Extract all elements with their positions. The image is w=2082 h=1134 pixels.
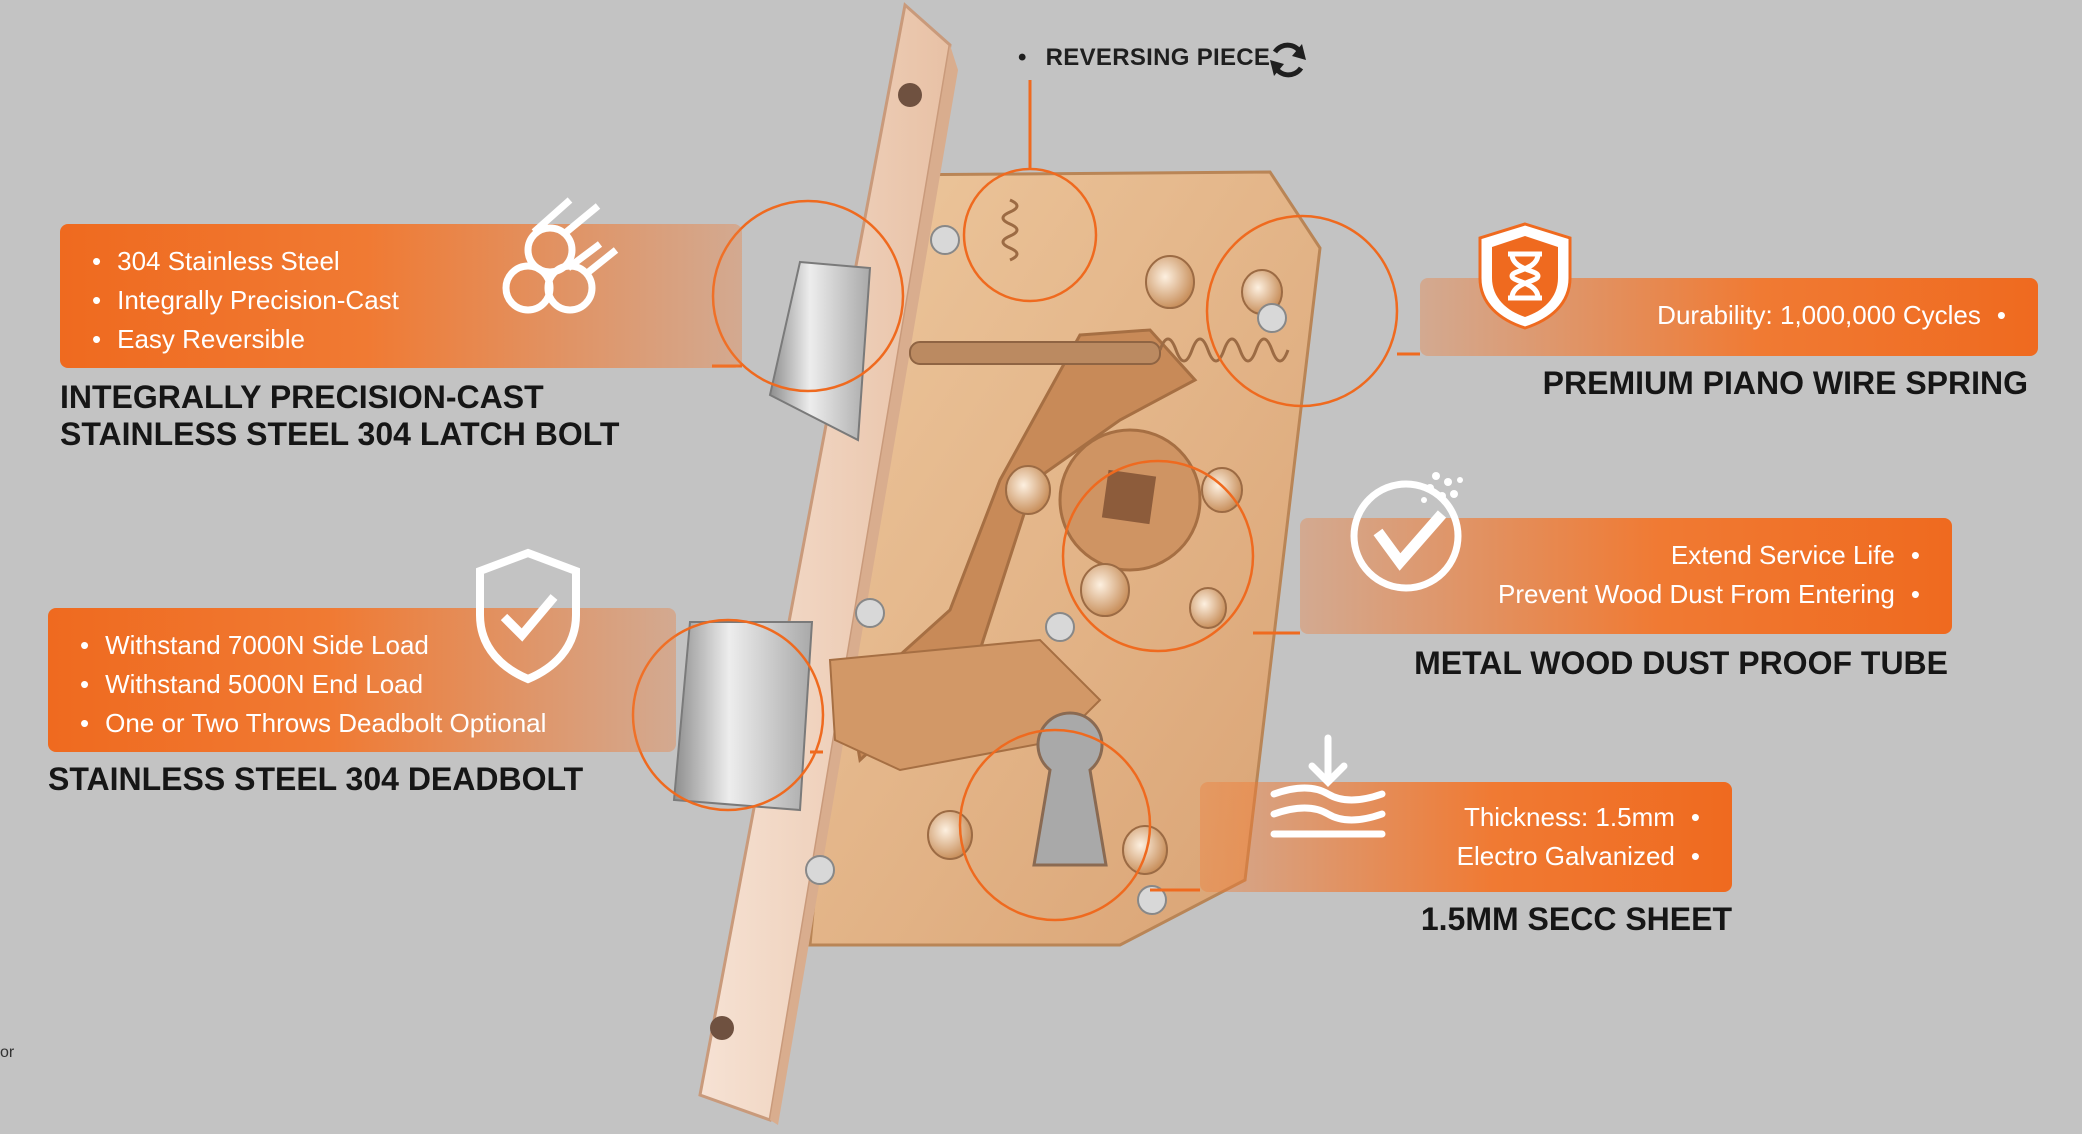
faceplate-edge <box>770 45 958 1125</box>
reversing-piece-text: REVERSING PIECE <box>1045 44 1271 71</box>
pipes-icon <box>502 197 619 314</box>
piano-wire-spring <box>1158 337 1290 363</box>
tie-bar <box>909 341 1161 365</box>
refresh-icon <box>1270 42 1306 78</box>
deadbolt-bullet-1: Withstand 7000N Side Load <box>80 626 546 665</box>
deadbolt-bullet-3: One or Two Throws Deadbolt Optional <box>80 704 546 743</box>
secc-bullet-2: Electro Galvanized <box>1457 837 1700 876</box>
corner-text: or <box>0 1044 15 1061</box>
deadbolt-bullets: Withstand 7000N Side Load Withstand 5000… <box>80 626 546 743</box>
reversing-piece-label: REVERSING PIECE <box>1018 44 1270 72</box>
dust-bullet-2: Prevent Wood Dust From Entering <box>1498 575 1920 614</box>
deadbolt <box>672 621 814 812</box>
latch-bolt-callout: 304 Stainless Steel Integrally Precision… <box>60 224 742 368</box>
faceplate-screw-hole-top <box>898 83 922 107</box>
latch-bullet-2: Integrally Precision-Cast <box>92 281 399 320</box>
latch-bullet-3: Easy Reversible <box>92 320 399 359</box>
dust-bullet-1: Extend Service Life <box>1498 536 1920 575</box>
latch-bolt-heading-line2: STAINLESS STEEL 304 LATCH BOLT <box>60 416 620 452</box>
spring-bullets: Durability: 1,000,000 Cycles <box>1657 296 2006 335</box>
secc-sheet-heading: 1.5MM SECC SHEET <box>1420 901 1732 937</box>
secc-bullet-1: Thickness: 1.5mm <box>1457 798 1700 837</box>
latch-bolt-heading-line1: INTEGRALLY PRECISION-CAST <box>60 379 544 415</box>
latch-bolt-bullets: 304 Stainless Steel Integrally Precision… <box>92 242 399 359</box>
latch-bullet-1: 304 Stainless Steel <box>92 242 399 281</box>
deadbolt-bullet-2: Withstand 5000N End Load <box>80 665 546 704</box>
shield-check-icon <box>476 548 580 684</box>
dust-check-icon <box>1350 472 1463 592</box>
dust-tube-callout: Extend Service Life Prevent Wood Dust Fr… <box>1300 518 1952 634</box>
deadbolt-heading: STAINLESS STEEL 304 DEADBOLT <box>48 761 584 797</box>
secc-sheet-bullets: Thickness: 1.5mm Electro Galvanized <box>1457 798 1700 876</box>
sheet-layers-icon <box>1270 734 1386 838</box>
spring-bullet-1: Durability: 1,000,000 Cycles <box>1657 296 2006 335</box>
dust-tube-heading: METAL WOOD DUST PROOF TUBE <box>1414 645 1948 681</box>
dust-tube-bullets: Extend Service Life Prevent Wood Dust Fr… <box>1498 536 1920 614</box>
reversing-spring <box>1001 198 1019 262</box>
faceplate-screw-hole-bottom <box>710 1016 734 1040</box>
follower-square <box>1101 469 1157 525</box>
screws <box>805 225 1287 915</box>
cylinder-cutout <box>1032 711 1108 867</box>
latch-bolt <box>768 260 872 442</box>
hourglass-shield-icon <box>1478 222 1572 330</box>
secc-sheet-callout: Thickness: 1.5mm Electro Galvanized <box>1200 782 1732 892</box>
spring-heading: PREMIUM PIANO WIRE SPRING <box>1542 365 2028 401</box>
